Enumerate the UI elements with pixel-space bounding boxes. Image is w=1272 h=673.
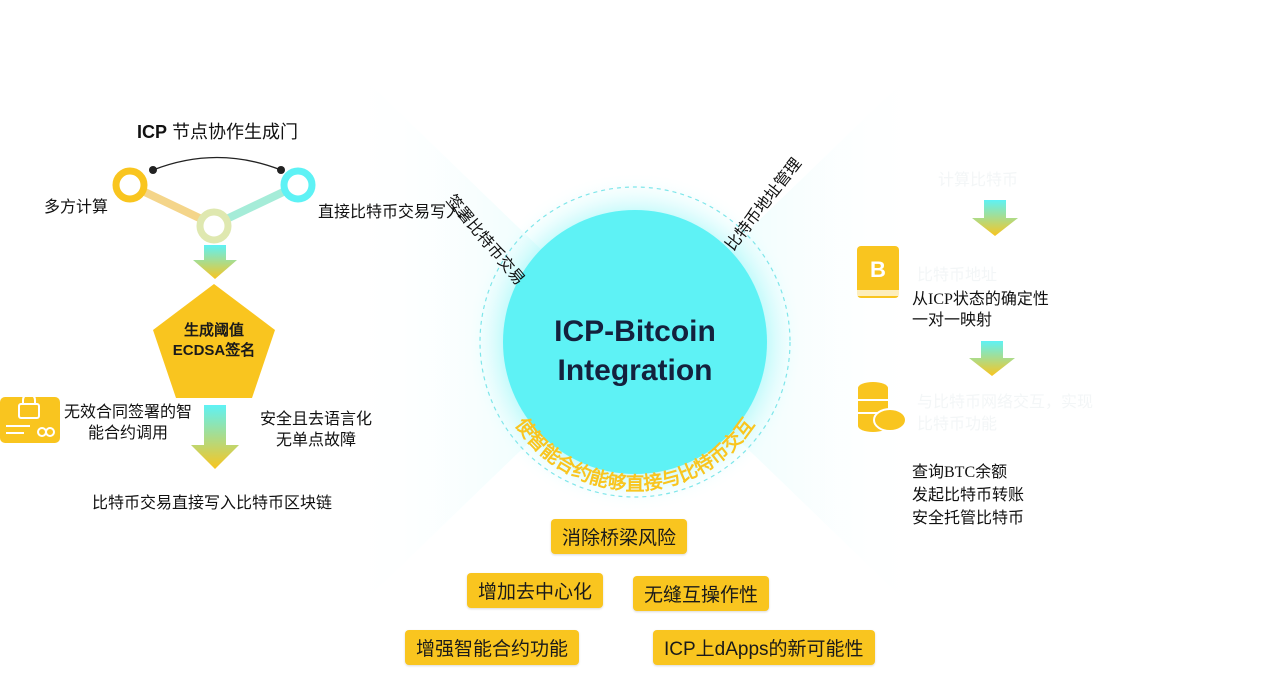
faint-label-4: 比特币功能 [917, 416, 998, 433]
gate-node-bottom [196, 208, 232, 244]
benefit-tag: 增强智能合约功能 [405, 630, 580, 665]
benefit-tag: 增加去中心化 [467, 573, 604, 608]
bottom-caption: 比特币交易直接写入比特币区块链 [92, 495, 333, 512]
center-title: ICP-Bitcoin Integration [554, 315, 716, 387]
faint-label-1: 计算比特币 [938, 172, 1019, 189]
benefit-tag: ICP上dApps的新可能性 [653, 630, 875, 665]
svg-text:B: B [870, 257, 886, 282]
faint-label-2: 比特币地址 [917, 267, 998, 284]
gate-node-left [112, 167, 148, 203]
gate-node-right [280, 167, 316, 203]
action-query-balance: 查询BTC余额 [912, 464, 1008, 481]
bitcoin-book-icon: B [857, 246, 899, 298]
arrow-down-icon [191, 405, 239, 469]
pentagon-label: 生成阈值 ECDSA签名 [172, 322, 256, 360]
gate-arc [152, 156, 282, 171]
mpc-label: 多方计算 [44, 199, 109, 216]
faint-label-3: 与比特币网络交互，实现 [917, 394, 1094, 411]
ecdsa-pentagon [153, 284, 275, 398]
gate-title: ICP 节点协作生成门 [137, 122, 299, 142]
mapping-label: 从ICP状态的确定性 一对一映射 [912, 291, 1049, 329]
benefit-tag: 无缝互操作性 [633, 576, 770, 611]
arrow-down-icon [972, 200, 1018, 236]
btc-actions: 查询BTC余额 发起比特币转账 安全托管比特币 [912, 461, 1024, 531]
direct-write-label: 直接比特币交易写入 [318, 204, 463, 221]
benefit-tag: 消除桥梁风险 [551, 519, 688, 554]
center-core [503, 210, 767, 474]
lock-card-icon [0, 393, 60, 443]
gate-dot-left [149, 166, 157, 174]
gate-dot-right [277, 166, 285, 174]
secure-label: 安全且去语言化 无单点故障 [260, 411, 373, 449]
arrow-down-icon [969, 341, 1015, 376]
arrow-down-icon [193, 245, 237, 279]
center-dashed-ring [479, 186, 791, 498]
no-sign-label: 无效合同签署的智 能合约调用 [64, 404, 193, 442]
action-custody: 安全托管比特币 [912, 510, 1025, 528]
database-cloud-icon [858, 382, 907, 432]
action-transfer: 发起比特币转账 [912, 487, 1025, 505]
